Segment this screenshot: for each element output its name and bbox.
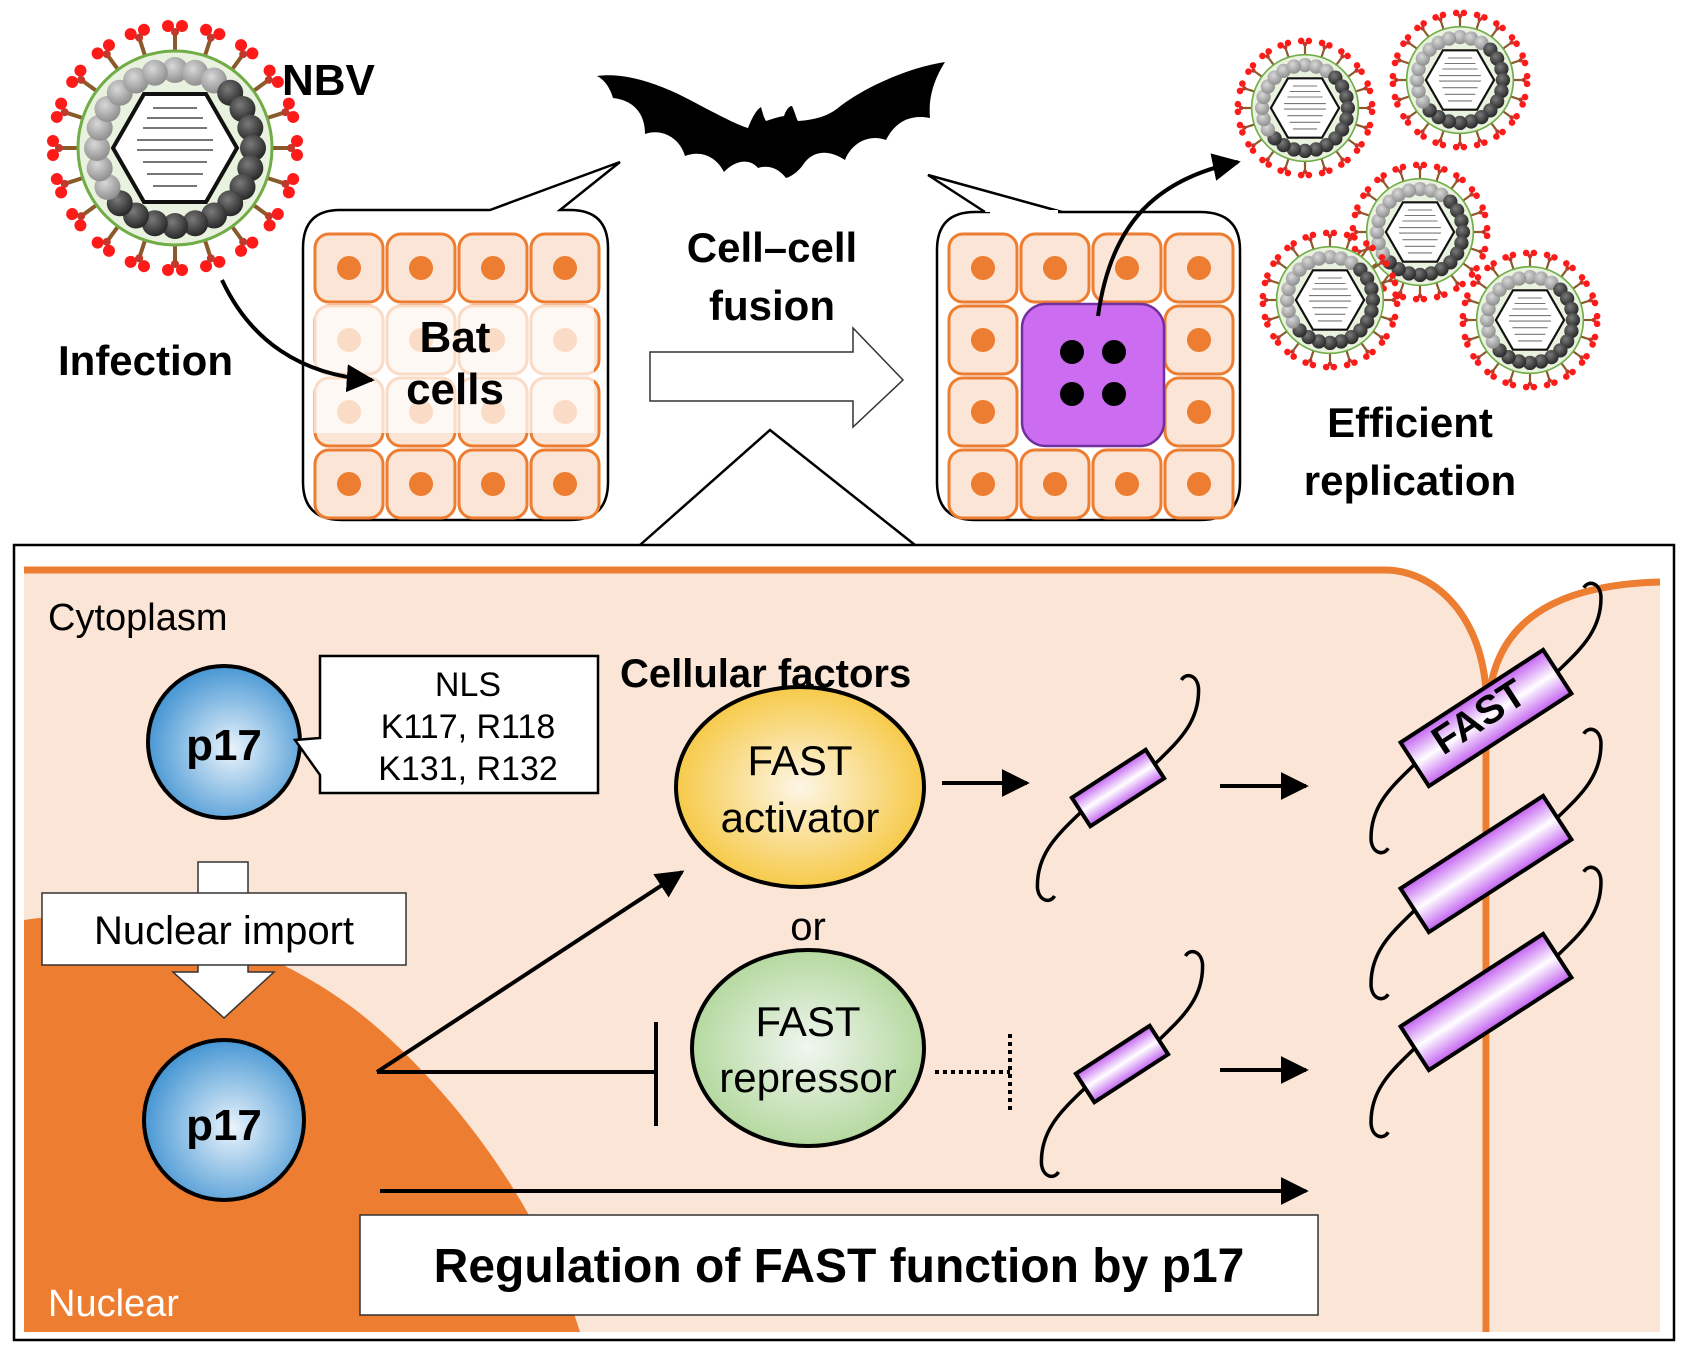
bat-cell (457, 448, 529, 520)
infection-label: Infection (58, 337, 233, 384)
bat-cell (457, 232, 529, 304)
p17-label-nucleus: p17 (186, 1101, 262, 1150)
progeny-viruses (1233, 8, 1602, 392)
bat-cell (1163, 232, 1235, 304)
bat-cell (1091, 232, 1163, 304)
fusion-label-line2: fusion (709, 282, 835, 329)
bat-cell (947, 448, 1019, 520)
syncytium (1020, 302, 1166, 448)
bat-cells-label: Bat (420, 313, 491, 362)
fast-protein-small (1039, 949, 1205, 1179)
fusion-label-line1: Cell–cell (687, 224, 857, 271)
bat-cell (1163, 448, 1235, 520)
cell-membrane-left (24, 566, 1490, 1332)
activator-label-2: activator (721, 794, 880, 841)
progeny-virus-icon (1233, 36, 1377, 180)
bat-cell (313, 448, 385, 520)
progeny-virus-icon (1458, 248, 1602, 392)
bat-cell (947, 304, 1019, 376)
p17-to-activator-arrow (375, 870, 685, 1074)
activator-label-1: FAST (747, 737, 852, 784)
p17-label-cytoplasm: p17 (186, 721, 262, 770)
callout-tail-right (927, 173, 1063, 214)
fast-protein-membrane (1369, 581, 1603, 855)
syncytium-nuclei (1060, 340, 1126, 406)
bat-cell (1019, 448, 1091, 520)
nuclear-import-box (41, 892, 407, 966)
fast-protein-small (1035, 673, 1201, 903)
fast-repressor: FAST repressor (690, 948, 926, 1148)
bat-cell (529, 232, 601, 304)
progeny-virus-icon (1388, 8, 1532, 152)
p17-cytoplasmic: p17 (146, 664, 302, 820)
bat-cell (1091, 448, 1163, 520)
repressor-label-1: FAST (755, 998, 860, 1045)
or-label: or (790, 905, 826, 949)
bat-cell (529, 448, 601, 520)
repressor-label-2: repressor (719, 1054, 896, 1101)
bat-cell (1163, 376, 1235, 448)
replication-label-line1: Efficient (1327, 399, 1493, 446)
nls-title: NLS (435, 666, 501, 704)
cell-membrane-right (1486, 578, 1661, 691)
fusion-block-arrow (649, 326, 905, 429)
bat-cell (947, 376, 1019, 448)
bat-icon (597, 62, 945, 178)
bat-cell (1163, 304, 1235, 376)
bat-cells-label-2: cells (406, 365, 504, 414)
nls-residues-1: K117, R118 (381, 708, 556, 746)
infection-arrow (220, 279, 375, 393)
release-arrow (1096, 153, 1241, 317)
summary-box (359, 1214, 1319, 1316)
zoom-wedge (639, 428, 916, 546)
fast-protein-membrane (1369, 727, 1603, 1001)
bat-cell (1019, 232, 1091, 304)
nuclear-import-label: Nuclear import (94, 909, 354, 953)
nbv-label: NBV (282, 56, 376, 105)
replication-label-line2: replication (1304, 457, 1516, 504)
fast-activator: FAST activator (674, 685, 926, 889)
bat-cell (947, 232, 1019, 304)
nbv-virus-icon (45, 18, 305, 278)
nls-residues-2: K131, R132 (378, 750, 558, 788)
neighbor-cell-region (1490, 582, 1660, 1332)
cytoplasm-label: Cytoplasm (48, 597, 228, 639)
cellular-factors-label: Cellular factors (620, 652, 911, 696)
nls-callout (292, 654, 600, 795)
p17-nuclear: p17 (142, 1038, 306, 1202)
summary-label: Regulation of FAST function by p17 (434, 1240, 1245, 1293)
nuclear-label: Nuclear (48, 1283, 179, 1325)
bat-cell (385, 232, 457, 304)
bat-cell (313, 232, 385, 304)
bat-cell (385, 448, 457, 520)
fast-protein-membrane (1369, 865, 1603, 1139)
